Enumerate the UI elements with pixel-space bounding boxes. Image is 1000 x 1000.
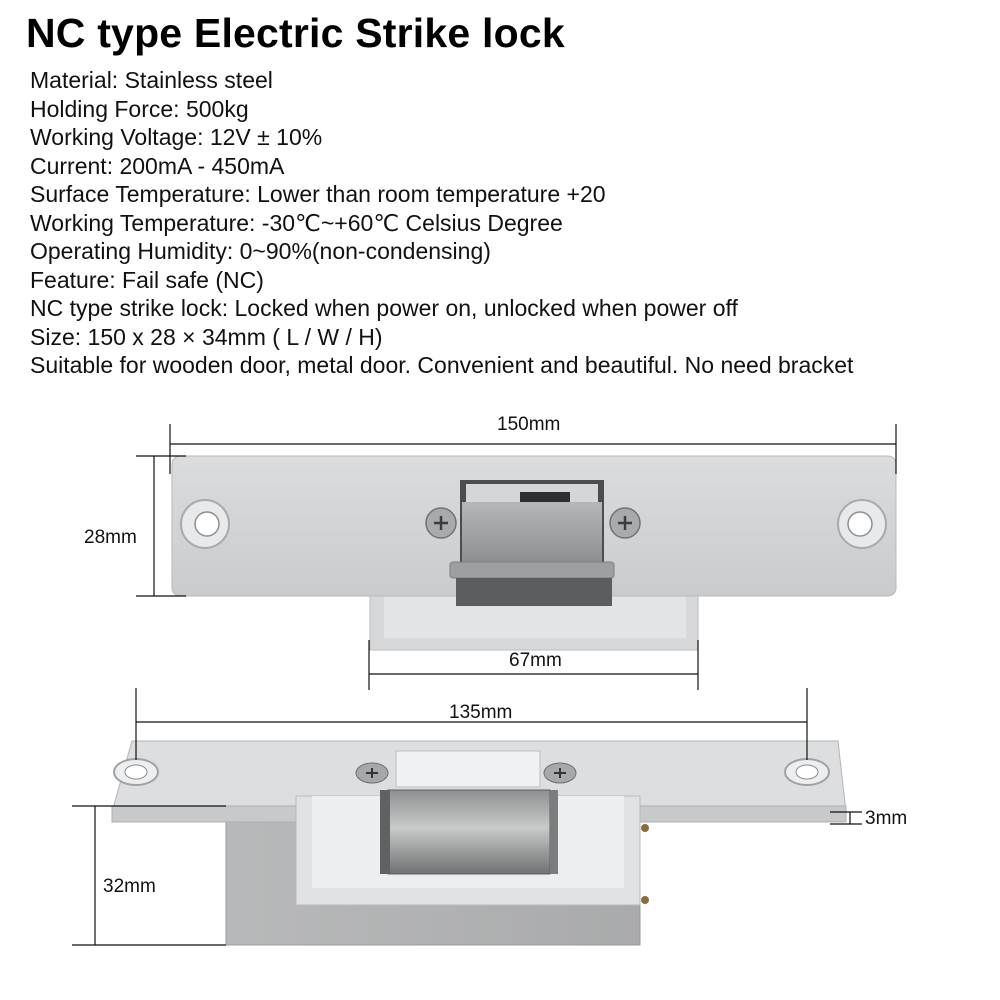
spec-size: Size: 150 x 28 × 34mm ( L / W / H) [30,323,383,350]
page-title: NC type Electric Strike lock [26,10,565,56]
mount-hole-right [837,499,887,549]
side-view-dimension-lines [72,688,862,946]
mount-hole-left [180,499,230,549]
dim-width-label: 28mm [84,527,137,548]
spec-working-temperature: Working Temperature: -30℃~+60℃ Celsius D… [30,209,563,236]
spec-nc-type: NC type strike lock: Locked when power o… [30,295,738,321]
dim-plate-thickness-label: 3mm [865,808,908,829]
dim-lip-width-label: 67mm [509,650,562,671]
spec-current: Current: 200mA - 450mA [30,152,285,179]
keeper [462,502,602,564]
spec-material: Material: Stainless steel [30,67,273,93]
spec-suitable: Suitable for wooden door, metal door. Co… [30,352,854,378]
spec-holding-force: Holding Force: 500kg [30,95,249,122]
dim-body-depth-label: 32mm [103,876,156,897]
top-view-lock [171,455,897,651]
dim-length-label: 150mm [497,414,561,435]
spec-working-voltage: Working Voltage: 12V ± 10% [30,124,323,150]
side-screw-right-icon [543,762,577,784]
side-keeper [387,789,551,875]
side-view-lock [111,740,847,946]
keeper-bar [449,561,615,579]
spec-list: Material: Stainless steel Holding Force:… [30,66,853,380]
side-screw-left-icon [355,762,389,784]
top-view-dimension-lines [136,424,897,690]
screw-right-icon [609,507,641,539]
spec-operating-humidity: Operating Humidity: 0~90%(non-condensing… [30,238,491,264]
spec-surface-temperature: Surface Temperature: Lower than room tem… [30,181,606,207]
dim-hole-spacing-label: 135mm [449,702,513,723]
spec-feature: Feature: Fail safe (NC) [30,266,264,293]
screw-left-icon [425,507,457,539]
